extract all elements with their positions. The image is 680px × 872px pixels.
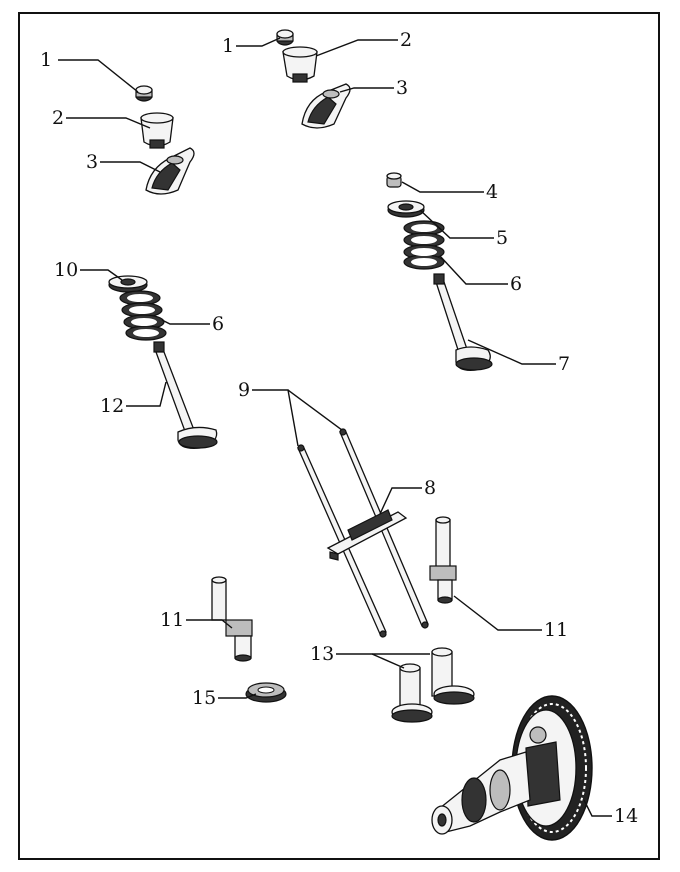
callout-1-right: 1 bbox=[222, 35, 234, 57]
callout-11-right: 11 bbox=[544, 619, 568, 641]
exploded-parts-diagram: 1 2 3 1 2 3 4 5 6 7 10 6 12 9 8 11 11 13… bbox=[18, 12, 660, 860]
right-valve-spring-part bbox=[403, 220, 445, 270]
valve-keeper-part bbox=[386, 172, 402, 188]
right-spring-retainer-part bbox=[387, 200, 425, 218]
callout-5: 5 bbox=[496, 227, 508, 249]
left-pivot-part bbox=[140, 112, 174, 149]
diagram-border bbox=[18, 12, 660, 860]
shaft-seal-part bbox=[245, 682, 287, 703]
diagram-canvas: 1 2 3 1 2 3 4 5 6 7 10 6 12 9 8 11 11 13… bbox=[18, 12, 660, 860]
callout-9: 9 bbox=[238, 379, 250, 401]
callout-15: 15 bbox=[192, 687, 216, 709]
callout-8: 8 bbox=[424, 477, 436, 499]
callout-labels: 1 2 3 1 2 3 4 5 6 7 10 6 12 9 8 11 11 13… bbox=[40, 29, 638, 827]
callout-13: 13 bbox=[310, 643, 334, 665]
right-rocker-arm-part bbox=[301, 83, 351, 129]
callout-2-left: 2 bbox=[52, 107, 64, 129]
callout-7: 7 bbox=[558, 353, 570, 375]
right-tappet-part bbox=[431, 647, 475, 705]
callout-10: 10 bbox=[54, 259, 78, 281]
left-spring-retainer-part bbox=[108, 275, 148, 293]
callout-3-right: 3 bbox=[396, 77, 408, 99]
left-valve-part bbox=[153, 341, 218, 449]
callout-6-right: 6 bbox=[510, 273, 522, 295]
callout-14: 14 bbox=[614, 805, 638, 827]
callout-2-right: 2 bbox=[400, 29, 412, 51]
left-rocker-arm-part bbox=[145, 147, 195, 195]
leader-lines bbox=[58, 37, 612, 817]
callout-3-left: 3 bbox=[86, 151, 98, 173]
right-valve-part bbox=[433, 273, 493, 371]
callout-6-left: 6 bbox=[212, 313, 224, 335]
callout-11-left: 11 bbox=[160, 609, 184, 631]
callout-4: 4 bbox=[486, 181, 498, 203]
right-rocker-shaft-part bbox=[429, 516, 457, 604]
left-rocker-shaft-part bbox=[211, 576, 253, 662]
left-valve-cap-part bbox=[135, 85, 153, 102]
right-pivot-part bbox=[282, 46, 318, 83]
right-valve-cap-part bbox=[276, 29, 294, 46]
camshaft-gear-part bbox=[431, 695, 593, 841]
left-valve-spring-part bbox=[119, 290, 167, 341]
callout-12: 12 bbox=[100, 395, 124, 417]
push-rod-guide-plate-part bbox=[326, 509, 408, 561]
left-tappet-part bbox=[391, 663, 433, 723]
callout-1-left: 1 bbox=[40, 49, 52, 71]
